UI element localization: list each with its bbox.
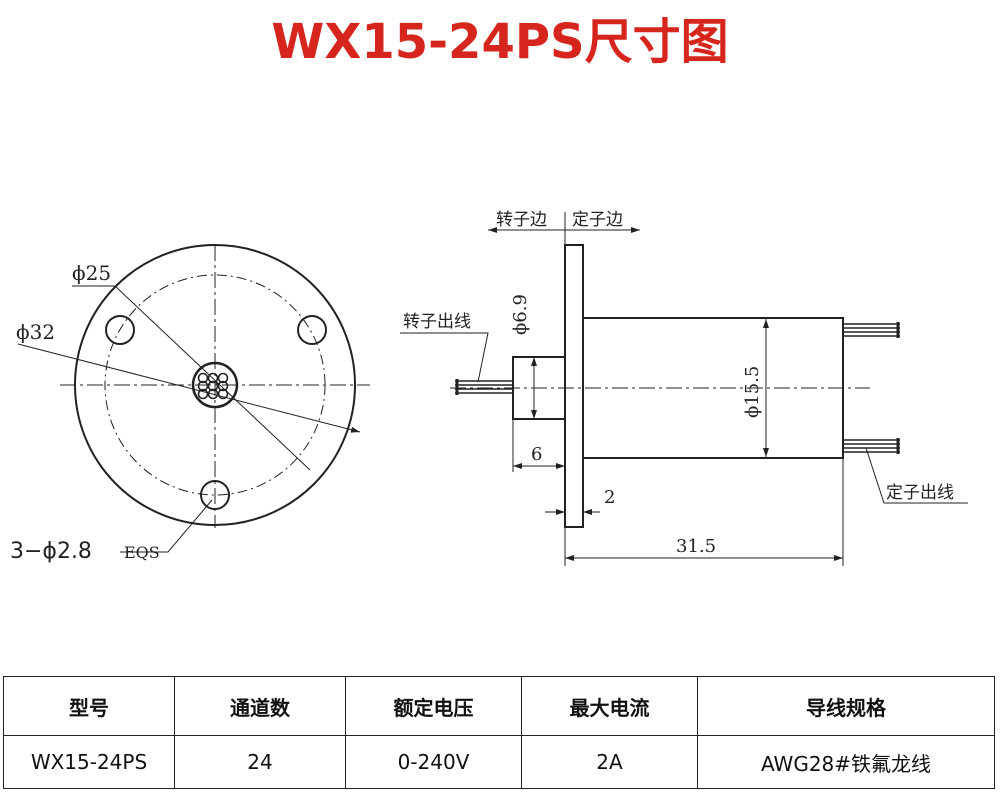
stator-leads-leader xyxy=(865,447,968,504)
dim31_5-label: 31.5 xyxy=(676,536,716,557)
holes-leader xyxy=(120,499,213,553)
stator-leads-label: 定子出线 xyxy=(886,483,954,503)
flange-plate xyxy=(564,244,584,528)
spec-header-model: 型号 xyxy=(3,676,175,736)
spec-value-current: 2A xyxy=(521,735,698,789)
mounting-hole xyxy=(200,480,230,510)
spec-header-voltage: 额定电压 xyxy=(345,676,522,736)
front-d32-label: ϕ32 xyxy=(16,320,55,344)
spec-header-wire: 导线规格 xyxy=(697,676,995,736)
front-holes-note: EQS xyxy=(124,543,160,562)
stator-side-label: 定子边 xyxy=(572,210,623,230)
rotor-leads-leader xyxy=(400,332,489,383)
wire-bundle-icon xyxy=(197,372,229,400)
front-holes-label: 3−ϕ2.8 xyxy=(10,539,92,564)
spec-value-channels: 24 xyxy=(174,735,346,789)
front-d25-label: ϕ25 xyxy=(72,261,111,285)
side-view xyxy=(400,212,968,566)
front-view xyxy=(17,244,370,553)
mounting-hole xyxy=(105,315,135,345)
spec-header-channels: 通道数 xyxy=(174,676,346,736)
rotor-side-label: 转子边 xyxy=(496,210,547,230)
stator-wires-lower xyxy=(843,438,900,454)
spec-table: 型号 通道数 额定电压 最大电流 导线规格 WX15-24PS 24 0-240… xyxy=(3,676,995,789)
center-shaft-circle xyxy=(191,361,239,409)
page-title: WX15-24PS尺寸图 xyxy=(271,14,729,70)
d32-leader xyxy=(17,343,361,433)
d15_5-label: ϕ15.5 xyxy=(742,366,763,418)
spec-value-wire: AWG28#铁氟龙线 xyxy=(697,735,995,789)
d25-leader xyxy=(72,285,311,471)
stator-wires-upper xyxy=(843,322,900,338)
dim2-label: 2 xyxy=(604,487,615,508)
dim6-label: 6 xyxy=(531,444,542,465)
d6_9-label: ϕ6.9 xyxy=(510,294,531,335)
mounting-hole xyxy=(297,315,327,345)
spec-header-row: 型号 通道数 额定电压 最大电流 导线规格 xyxy=(3,676,995,736)
spec-value-voltage: 0-240V xyxy=(345,735,522,789)
rotor-wires xyxy=(455,379,513,395)
spec-value-row: WX15-24PS 24 0-240V 2A AWG28#铁氟龙线 xyxy=(3,735,995,789)
rotor-leads-label: 转子出线 xyxy=(403,312,471,332)
spec-value-model: WX15-24PS xyxy=(3,735,175,789)
dimension-drawing: ϕ25 ϕ32 3−ϕ2.8 EQS xyxy=(10,210,968,566)
spec-header-current: 最大电流 xyxy=(521,676,698,736)
